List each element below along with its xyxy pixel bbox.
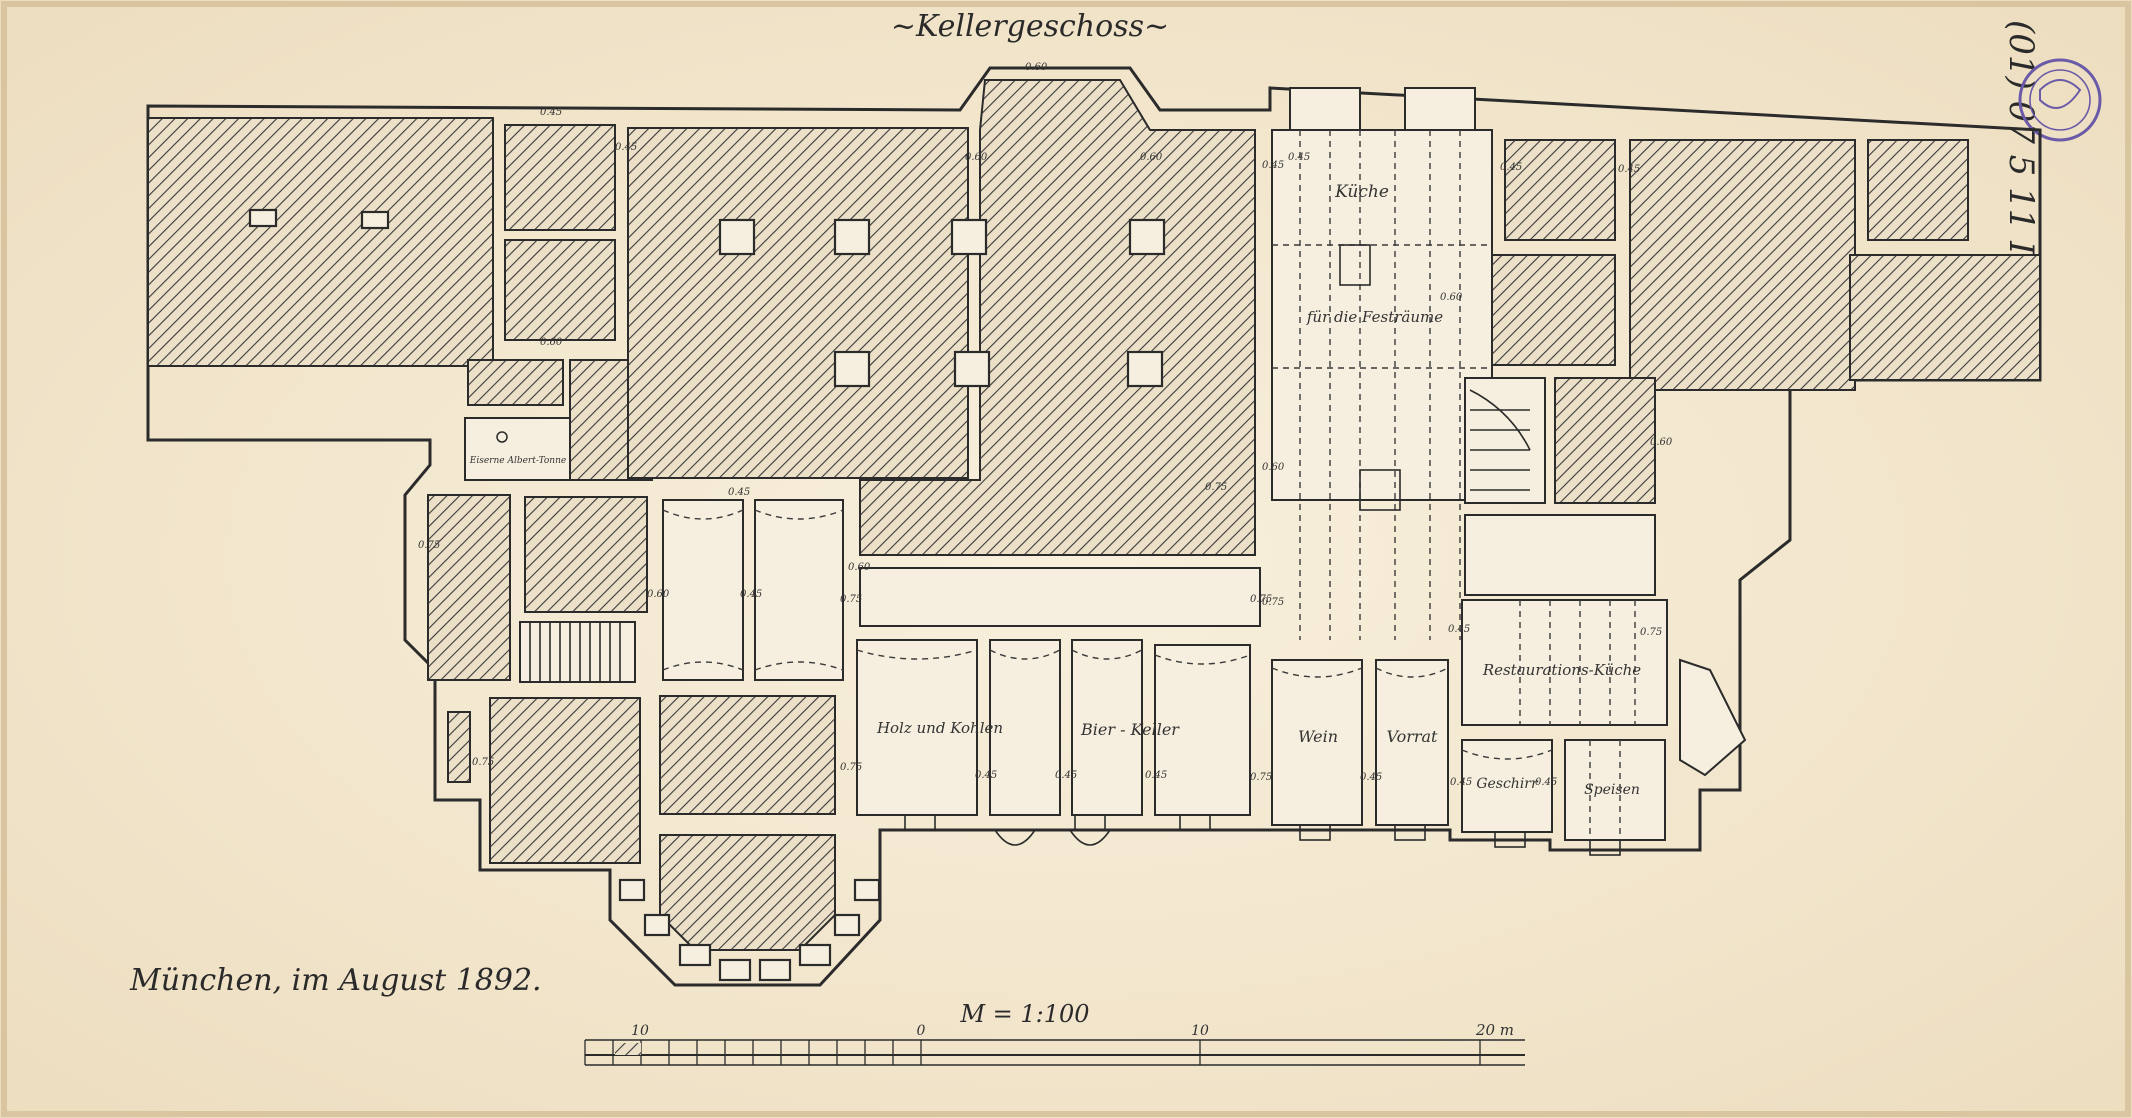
scale-tick-label: 20 m <box>1475 1021 1514 1039</box>
archive-number: (01) 07 5 11 IIX <box>2001 20 2041 294</box>
room-speisen <box>1564 739 1666 841</box>
hatched-apse <box>659 834 836 951</box>
dim-label: 0.45 <box>1450 777 1472 788</box>
cellar-room-4 <box>989 639 1061 816</box>
kitchen-room <box>1271 129 1493 501</box>
building-outline <box>146 66 2042 987</box>
hatched-room-north <box>627 127 969 479</box>
dim-label: 0.75 <box>1205 482 1227 493</box>
room-label-vorrat: Vorrat <box>1387 727 1439 746</box>
pier-grid <box>248 208 1756 388</box>
dim-label: 0.45 <box>1262 160 1284 171</box>
dim-label: 0.45 <box>728 487 750 498</box>
dim-label: 0.60 <box>647 589 670 600</box>
scale-tick-label: 10 <box>631 1023 649 1039</box>
vault-arcs <box>662 509 1636 840</box>
room-label-holz-und-kohlen: Holz und Kohlen <box>876 719 1003 737</box>
hatched-room-west-7 <box>524 496 648 613</box>
dim-label: 0.60 <box>848 562 871 573</box>
dim-label: 0.60 <box>1140 152 1163 163</box>
room-bier-keller-2 <box>1154 644 1251 816</box>
dim-label: 0.60 <box>1440 292 1463 303</box>
room-label-fuer-die-festraeume: für die Festräume <box>1306 308 1443 326</box>
dim-label: 0.45 <box>1288 152 1310 163</box>
dim-label: 0.45 <box>1500 162 1522 173</box>
hatched-room-east-2 <box>1469 254 1616 366</box>
hatched-room-west-8 <box>489 697 641 864</box>
dim-label: 0.75 <box>472 757 494 768</box>
dim-label: 0.75 <box>840 762 862 773</box>
dim-label: 0.45 <box>1535 777 1557 788</box>
hatched-room-west-3 <box>504 239 616 341</box>
hatched-room-west-6 <box>427 494 511 681</box>
hatched-room-west-10 <box>447 711 471 783</box>
dim-label: 0.45 <box>540 107 562 118</box>
dim-label: 0.75 <box>1262 597 1284 608</box>
room-label-bier-keller: Bier - Keller <box>1080 720 1180 739</box>
tank-icon <box>496 431 508 443</box>
room-holz-und-kohlen <box>856 639 978 816</box>
room-label-kueche: Küche <box>1334 182 1389 202</box>
hatched-room-west-2 <box>504 124 616 231</box>
dim-label: 0.45 <box>1145 770 1167 781</box>
hatched-room-east-6 <box>1554 377 1656 504</box>
dim-label: 0.75 <box>418 540 440 551</box>
hatched-room-east-3 <box>1629 139 1856 391</box>
room-wein <box>1271 659 1363 826</box>
scale-tick-label: 10 <box>1191 1023 1209 1039</box>
room-label-eiserne-tonne: Eiserne Albert-Tonne <box>469 456 566 466</box>
dim-label: 0.45 <box>1618 164 1640 175</box>
kitchen-vaults <box>1272 87 1492 640</box>
scale-bar <box>584 1039 1525 1066</box>
dim-label: 0.75 <box>840 594 862 605</box>
scale-label: M = 1:100 <box>959 1000 1089 1028</box>
dim-label: 0.60 <box>1650 437 1673 448</box>
dim-label: 0.45 <box>615 142 637 153</box>
room-label-geschirr: Geschirr <box>1476 776 1539 792</box>
dim-label: 0.75 <box>1250 772 1272 783</box>
cellar-room-1 <box>662 499 744 681</box>
archive-stamp-icon <box>2018 58 2102 142</box>
hatched-room-west-1 <box>147 117 494 367</box>
dim-label: 0.45 <box>1055 770 1077 781</box>
room-eiserne-tonne <box>464 417 571 481</box>
dim-label: 0.45 <box>740 589 762 600</box>
cellar-niches <box>904 814 1621 856</box>
dimension-labels: 0.45 0.45 0.60 0.60 0.60 0.45 0.45 0.45 … <box>418 62 1673 788</box>
room-bier-keller-1 <box>1071 639 1143 816</box>
dim-label: 0.60 <box>1262 462 1285 473</box>
dim-label: 0.60 <box>1025 62 1048 73</box>
dim-label: 0.75 <box>1640 627 1662 638</box>
dim-label: 0.60 <box>540 337 563 348</box>
cellar-room-2 <box>754 499 844 681</box>
east-tower-stair <box>1679 658 1747 777</box>
corridor <box>859 567 1261 627</box>
room-label-restaurations-kueche: Restaurations-Küche <box>1482 661 1641 679</box>
hatched-room-west-9 <box>659 695 836 815</box>
west-staircase <box>519 621 636 683</box>
dim-label: 0.75 <box>1250 594 1272 605</box>
room-restaurations-upper <box>1464 514 1656 596</box>
hatched-room-central <box>859 79 1256 556</box>
dim-label: 0.45 <box>1360 772 1382 783</box>
apse-bays <box>618 878 881 982</box>
hatched-room-east-1 <box>1504 139 1616 241</box>
hatched-room-east-4 <box>1867 139 1969 241</box>
room-label-speisen: Speisen <box>1584 782 1640 798</box>
east-staircase <box>1464 377 1546 504</box>
hatched-room-east-5 <box>1849 254 2041 381</box>
room-label-wein: Wein <box>1298 727 1338 746</box>
scale-tick-label: 0 <box>917 1023 926 1039</box>
dim-label: 0.60 <box>965 152 988 163</box>
place-date: München, im August 1892. <box>129 963 542 998</box>
room-restaurations-kueche <box>1461 599 1668 726</box>
dim-label: 0.45 <box>975 770 997 781</box>
page-title: ~Kellergeschoss~ <box>891 9 1169 44</box>
hatched-room-west-5 <box>467 359 564 406</box>
dim-label: 0.45 <box>1448 624 1470 635</box>
